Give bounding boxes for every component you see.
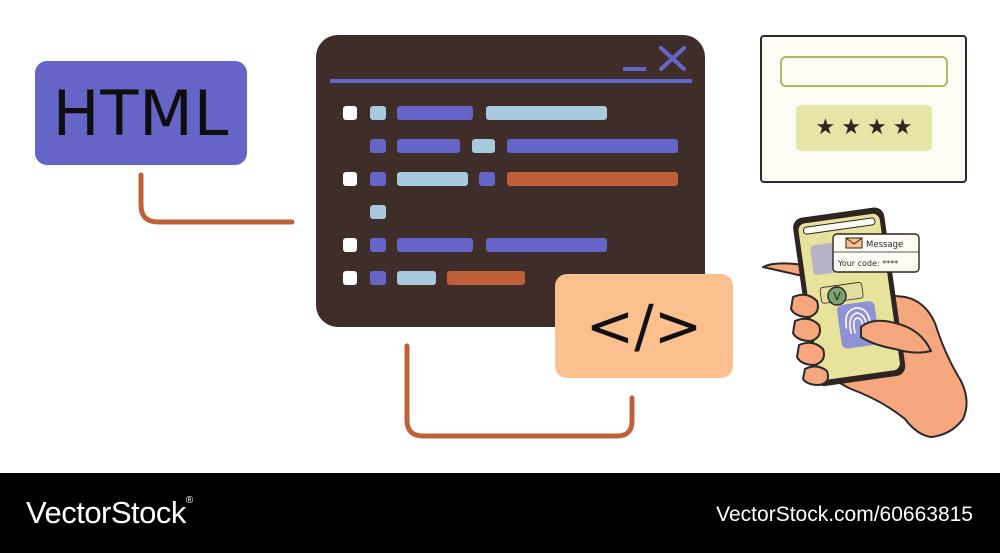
- code-token: [370, 271, 386, 285]
- notification-card: Message Your code: ****: [832, 233, 920, 273]
- code-token: [397, 106, 473, 120]
- code-token: [370, 238, 386, 252]
- code-token: [370, 205, 386, 219]
- connector-line-html: [138, 172, 295, 225]
- code-token: [397, 271, 436, 285]
- footer-bar: VectorStock® VectorStock.com/60663815: [0, 473, 1000, 553]
- code-tag-badge: </>: [555, 274, 733, 378]
- code-token: [370, 106, 386, 120]
- code-token: [370, 172, 386, 186]
- code-token: [472, 139, 495, 153]
- phone-in-hand: V Message Your code: ****: [762, 207, 968, 438]
- hand-fingers: [790, 293, 932, 386]
- html-badge: HTML: [35, 61, 247, 165]
- code-token: [507, 139, 678, 153]
- code-token: [397, 238, 473, 252]
- code-token: [397, 172, 468, 186]
- code-token: [486, 106, 607, 120]
- notification-title: Message: [866, 240, 903, 250]
- envelope-icon: [845, 237, 863, 249]
- code-bullet: [343, 238, 357, 252]
- registered-mark: ®: [185, 495, 193, 506]
- code-tag-label: </>: [585, 292, 703, 360]
- connector-line-code: [404, 343, 635, 439]
- footer-url: VectorStock.com/60663815: [716, 503, 973, 526]
- illustration: [138, 172, 635, 439]
- footer-brand-name: VectorStock: [26, 495, 186, 530]
- code-editor-window: [316, 35, 705, 327]
- code-token: [486, 238, 607, 252]
- username-field: [780, 56, 948, 87]
- code-token: [370, 139, 386, 153]
- footer-brand: VectorStock®: [26, 495, 193, 531]
- code-token: [479, 172, 495, 186]
- close-icon: [659, 46, 686, 71]
- code-bullet: [343, 271, 357, 285]
- code-token: [447, 271, 525, 285]
- code-bullet: [343, 172, 357, 186]
- notification-body: Your code: ****: [837, 259, 898, 268]
- password-star-icon: ★: [867, 115, 887, 140]
- code-editor-content: [330, 46, 692, 285]
- login-card: ★ ★ ★ ★: [760, 35, 967, 183]
- check-mark-text: V: [833, 290, 841, 303]
- html-badge-label: HTML: [52, 76, 230, 150]
- password-star-icon: ★: [841, 115, 861, 140]
- code-token: [507, 172, 678, 186]
- password-field: ★ ★ ★ ★: [796, 105, 932, 151]
- code-bullet: [343, 106, 357, 120]
- password-star-icon: ★: [892, 115, 913, 140]
- check-circle-icon: [827, 286, 847, 306]
- password-star-icon: ★: [815, 115, 836, 140]
- code-token: [397, 139, 460, 153]
